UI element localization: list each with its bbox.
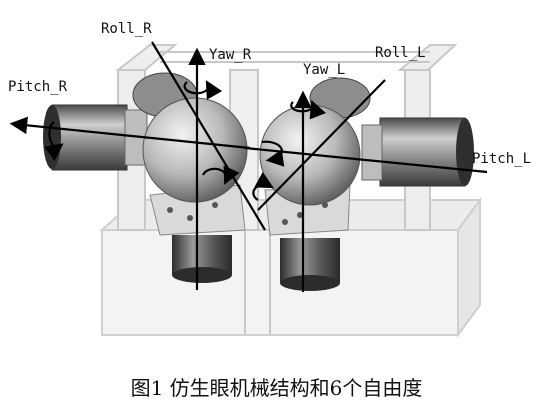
right-eyeball [142, 97, 248, 203]
label-yaw-r: Yaw_R [209, 47, 252, 63]
pitch-l-axis [244, 146, 488, 174]
axes [9, 41, 488, 292]
lower-motors [172, 235, 340, 291]
label-roll-r: Roll_R [101, 21, 152, 37]
label-pitch-r: Pitch_R [8, 79, 68, 95]
roll-l-axis [257, 79, 386, 211]
rotation-arrows [44, 80, 326, 201]
roll-r-axis [151, 41, 266, 231]
figure-caption: 图1 仿生眼机械结构和6个自由度 [130, 376, 423, 400]
pitch-r-axis [9, 116, 251, 150]
label-roll-l: Roll_L [375, 45, 426, 61]
label-pitch-l: Pitch_L [472, 151, 531, 167]
pitch-motor-right [43, 104, 148, 171]
bionic-eye-diagram: Roll_R Yaw_R Yaw_L Roll_L Pitch_R Pitch_… [8, 21, 531, 339]
pitch-motor-left [361, 117, 474, 187]
label-yaw-l: Yaw_L [303, 62, 345, 78]
